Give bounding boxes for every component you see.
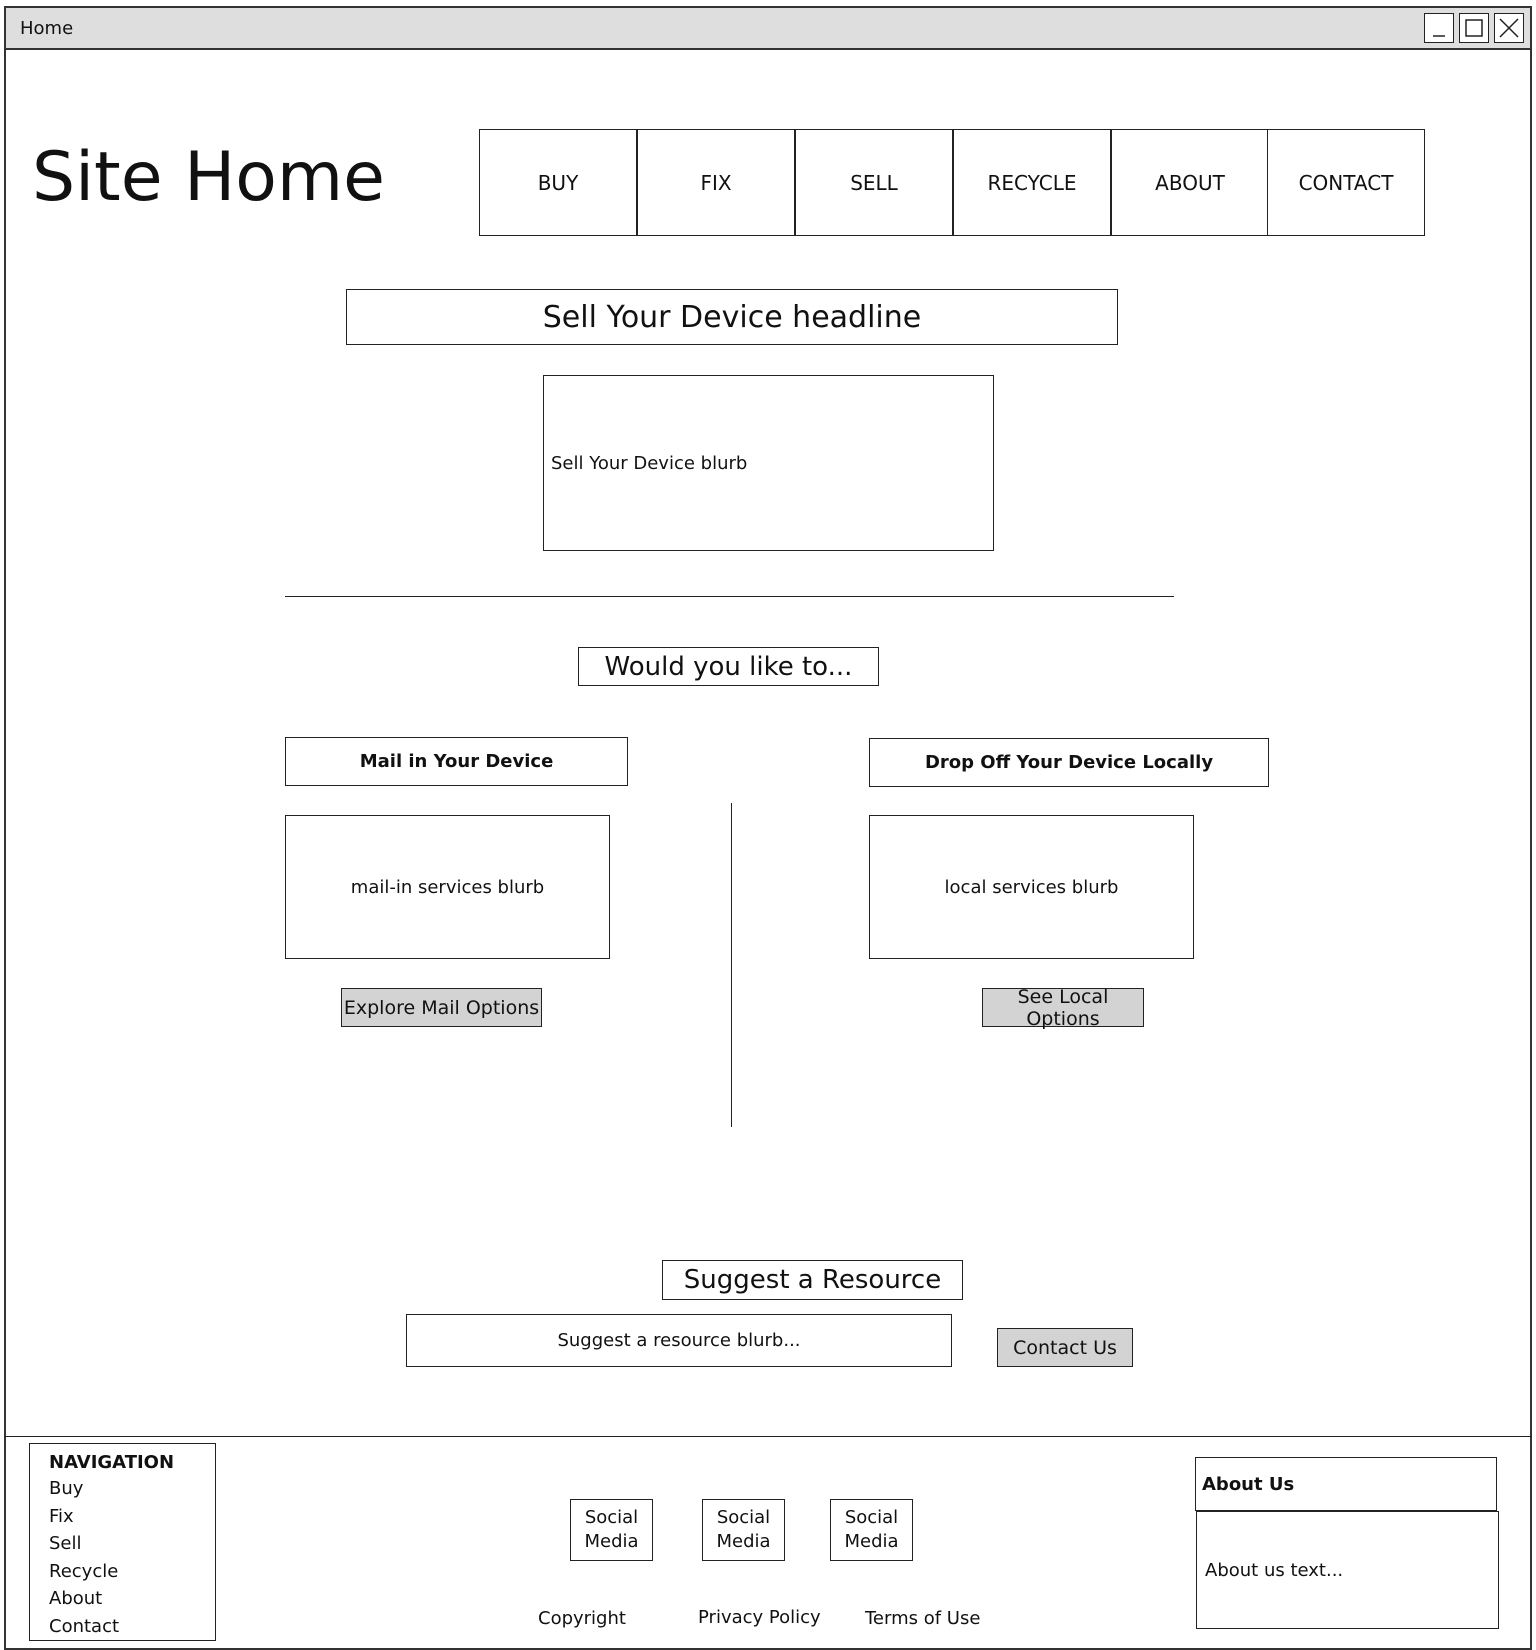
mail-blurb: mail-in services blurb [285, 815, 610, 959]
local-heading: Drop Off Your Device Locally [869, 738, 1269, 787]
nav-item-fix[interactable]: FIX [637, 129, 795, 236]
explore-mail-options-button[interactable]: Explore Mail Options [341, 988, 542, 1027]
footer-navigation: NAVIGATION Buy Fix Sell Recycle About Co… [29, 1443, 216, 1641]
footer-divider [4, 1436, 1532, 1437]
section-divider [285, 596, 1174, 597]
maximize-icon [1465, 19, 1483, 37]
suggest-heading: Suggest a Resource [662, 1260, 963, 1300]
about-us-title-text: About Us [1202, 1473, 1295, 1495]
social-media-link-1[interactable]: Social Media [570, 1499, 653, 1561]
suggest-blurb: Suggest a resource blurb... [406, 1314, 952, 1367]
see-local-options-button[interactable]: See Local Options [982, 986, 1144, 1030]
social-media-link-2[interactable]: Social Media [702, 1499, 785, 1561]
copyright-link[interactable]: Copyright [538, 1608, 626, 1629]
footer-nav-buy[interactable]: Buy [49, 1478, 84, 1499]
sell-blurb-text: Sell Your Device blurb [551, 452, 748, 474]
about-us-title: About Us [1195, 1457, 1497, 1511]
minimize-icon [1433, 35, 1445, 37]
site-title: Site Home [32, 138, 385, 217]
options-prompt: Would you like to... [578, 647, 879, 686]
nav-item-sell[interactable]: SELL [795, 129, 953, 236]
nav-item-contact[interactable]: CONTACT [1267, 129, 1425, 236]
contact-us-button[interactable]: Contact Us [997, 1328, 1133, 1367]
maximize-button[interactable] [1459, 13, 1489, 43]
app-window [4, 6, 1532, 1650]
footer-nav-about[interactable]: About [49, 1588, 103, 1609]
social-media-link-3[interactable]: Social Media [830, 1499, 913, 1561]
about-us-text: About us text... [1205, 1559, 1344, 1581]
close-icon [1499, 18, 1519, 38]
sell-headline: Sell Your Device headline [346, 289, 1118, 345]
footer-nav-recycle[interactable]: Recycle [49, 1560, 119, 1582]
nav-item-buy[interactable]: BUY [479, 129, 637, 236]
terms-of-use-link[interactable]: Terms of Use [865, 1608, 981, 1629]
mail-heading: Mail in Your Device [285, 737, 628, 786]
nav-item-about[interactable]: ABOUT [1111, 129, 1269, 236]
footer-nav-fix[interactable]: Fix [49, 1505, 74, 1527]
nav-item-recycle[interactable]: RECYCLE [953, 129, 1111, 236]
about-us-text-box: About us text... [1196, 1511, 1499, 1629]
title-bar: Home [4, 6, 1532, 50]
close-button[interactable] [1494, 13, 1524, 43]
minimize-button[interactable] [1424, 13, 1454, 43]
footer-nav-title: NAVIGATION [49, 1452, 175, 1473]
footer-nav-sell[interactable]: Sell [49, 1533, 82, 1554]
local-blurb: local services blurb [869, 815, 1194, 959]
options-divider [731, 803, 732, 1127]
privacy-policy-link[interactable]: Privacy Policy [698, 1607, 821, 1628]
window-title: Home [20, 18, 74, 39]
footer-nav-contact[interactable]: Contact [49, 1615, 120, 1637]
sell-blurb: Sell Your Device blurb [543, 375, 994, 551]
